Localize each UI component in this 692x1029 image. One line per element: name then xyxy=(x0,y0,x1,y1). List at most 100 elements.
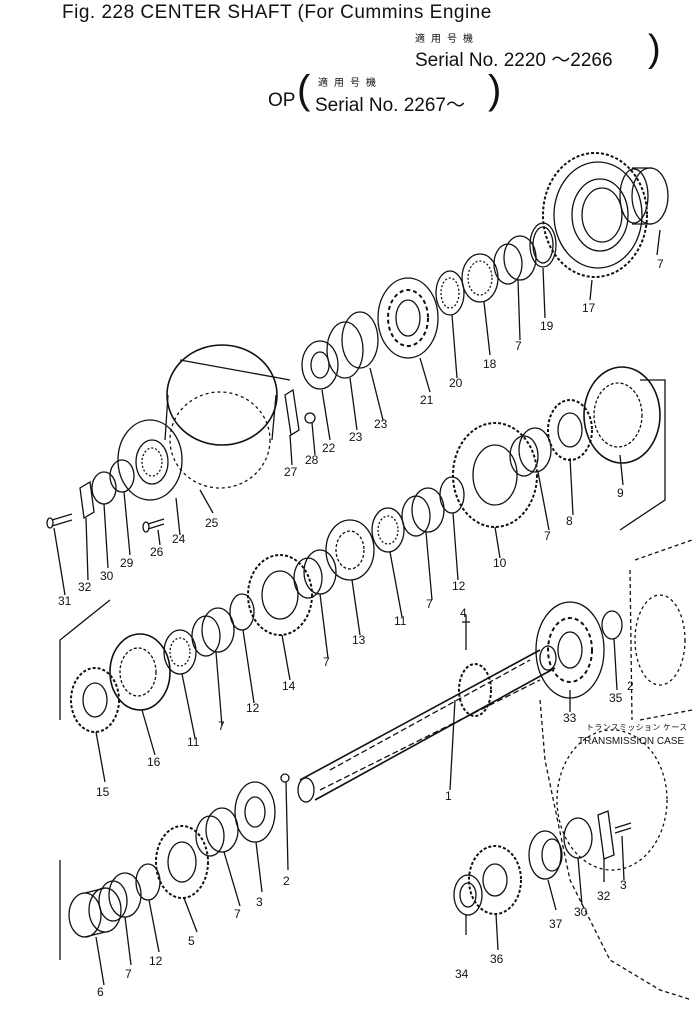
plug-2 xyxy=(280,773,290,783)
callout-c2b: 2 xyxy=(283,874,290,888)
washer-30 xyxy=(91,471,117,505)
needle-bearing-11a xyxy=(371,507,405,553)
gear-36 xyxy=(468,845,522,915)
callout-c7d: 7 xyxy=(426,597,433,611)
sleeve-7-h xyxy=(98,872,142,922)
gear-5 xyxy=(155,825,209,899)
callout-c7a: 7 xyxy=(657,257,664,271)
ball-bearing-33 xyxy=(535,601,605,699)
sleeve-7-c xyxy=(509,427,552,477)
callout-c3b: 3 xyxy=(620,878,627,892)
applicable-serial-label-2: 適用号機 xyxy=(318,78,382,89)
callout-c1: 1 xyxy=(445,789,452,803)
clutch-hub-16 xyxy=(109,633,171,711)
callout-c32a: 32 xyxy=(78,580,92,594)
callout-c18: 18 xyxy=(483,357,497,371)
callout-c22: 22 xyxy=(322,441,336,455)
callout-c35: 35 xyxy=(609,691,623,705)
snap-ring-12c xyxy=(135,863,161,901)
bracket-27 xyxy=(284,388,300,437)
figure-title: Fig. 228 CENTER SHAFT (For Cummins Engin… xyxy=(62,2,492,23)
callout-c12c: 12 xyxy=(149,954,163,968)
needle-bearing-11b xyxy=(163,629,197,675)
callout-c14: 14 xyxy=(282,679,296,693)
callout-c19: 19 xyxy=(540,319,554,333)
callout-c17: 17 xyxy=(582,301,596,315)
snap-ring-23b xyxy=(326,321,364,379)
callout-c3: 3 xyxy=(256,895,263,909)
callout-c30b: 30 xyxy=(574,905,588,919)
snap-ring-19 xyxy=(529,222,557,268)
thrust-washer-3 xyxy=(234,781,276,843)
callout-c8: 8 xyxy=(566,514,573,528)
callout-c31: 31 xyxy=(58,594,72,608)
sleeve-7-g xyxy=(195,807,239,857)
lock-plate-32 xyxy=(79,480,95,520)
callout-c12a: 12 xyxy=(452,579,466,593)
bolt-31-b xyxy=(614,822,632,834)
callout-c25: 25 xyxy=(205,516,219,530)
callout-c11a: 11 xyxy=(394,614,407,628)
callout-c2a: 2 xyxy=(627,679,634,693)
gear-17 xyxy=(542,152,648,278)
ball-bearing-21 xyxy=(377,277,439,359)
needle-bearing-18 xyxy=(461,253,499,303)
housing-25 xyxy=(164,344,291,489)
callout-c27: 27 xyxy=(284,465,298,479)
callout-c28: 28 xyxy=(305,453,319,467)
case-label-jp: トランスミッション ケース xyxy=(586,723,688,732)
callout-c37: 37 xyxy=(549,917,563,931)
center-shaft-1 xyxy=(297,645,557,803)
snap-ring-12b xyxy=(229,593,255,631)
sleeve-7-e xyxy=(293,549,337,599)
pin-4 xyxy=(462,621,470,650)
gear-14 xyxy=(247,554,313,636)
op-bracket-close: ) xyxy=(488,68,502,112)
option-label: OP xyxy=(268,90,296,111)
callout-c20: 20 xyxy=(449,376,463,390)
callout-c21: 21 xyxy=(420,393,434,407)
callout-c7c: 7 xyxy=(544,529,551,543)
flange-37 xyxy=(528,830,563,880)
snap-ring-35 xyxy=(601,610,623,640)
callout-c24: 24 xyxy=(172,532,186,546)
callout-c10: 10 xyxy=(493,556,507,570)
callout-c15: 15 xyxy=(96,785,110,799)
ring-20 xyxy=(435,270,465,316)
callout-c12b: 12 xyxy=(246,701,260,715)
lock-plate-32-b xyxy=(597,810,615,860)
callout-c6: 6 xyxy=(97,985,104,999)
callout-c11b: 11 xyxy=(187,735,200,749)
callout-c5: 5 xyxy=(188,934,195,948)
callout-c9: 9 xyxy=(617,486,624,500)
washer-30-b xyxy=(563,817,593,859)
bearing-13 xyxy=(325,519,375,581)
collar-22 xyxy=(301,340,339,390)
callout-c34: 34 xyxy=(455,967,469,981)
callout-c29: 29 xyxy=(120,556,134,570)
seal-34 xyxy=(453,874,483,916)
sleeve-7-d xyxy=(401,487,445,537)
bushing-6 xyxy=(68,887,122,938)
callout-c7h: 7 xyxy=(125,967,132,981)
callout-c26: 26 xyxy=(150,545,164,559)
bolt-31 xyxy=(51,513,73,527)
gear-10 xyxy=(452,422,538,528)
serial-range-1: Serial No. 2220 ～2266 xyxy=(415,50,613,71)
applicable-serial-label-1: 適用号機 xyxy=(415,34,479,45)
case-label-en: TRANSMISSION CASE xyxy=(578,736,684,747)
callout-c23a: 23 xyxy=(374,417,388,431)
callout-c23b: 23 xyxy=(349,430,363,444)
bolt-26 xyxy=(147,518,165,530)
callout-c30a: 30 xyxy=(100,569,114,583)
sleeve-7-top xyxy=(619,167,669,225)
header-bracket-close: ) xyxy=(648,28,661,70)
callout-c7b: 7 xyxy=(515,339,522,353)
callout-c7f: 7 xyxy=(218,719,225,733)
callout-c32b: 32 xyxy=(597,889,611,903)
callout-c13: 13 xyxy=(352,633,366,647)
snap-ring-23a xyxy=(341,311,379,369)
callout-c36: 36 xyxy=(490,952,504,966)
flange-cover-24 xyxy=(117,419,183,501)
